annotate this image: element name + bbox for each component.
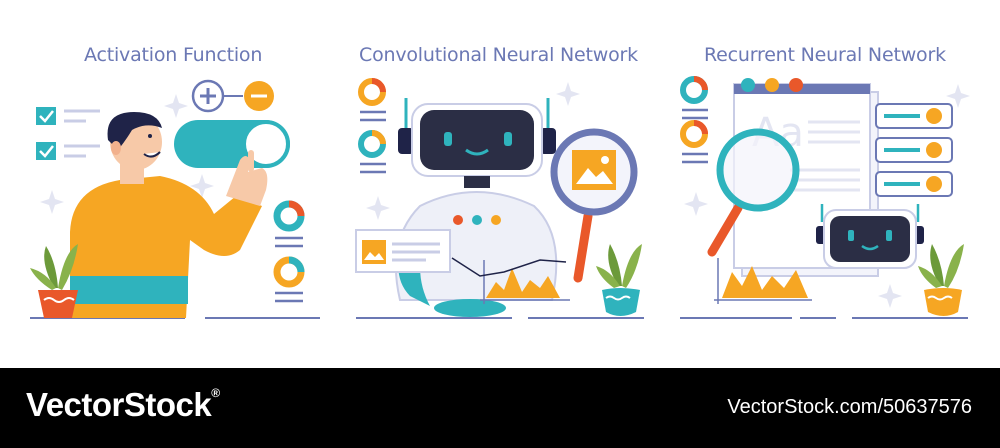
list-rows-icon [875,103,953,197]
person-figure [70,112,268,318]
potted-plant-icon [596,244,642,316]
sparkle-icon [946,84,970,108]
checklist-icon [36,107,100,160]
panel-title-rnn: Recurrent Neural Network [704,44,946,66]
donut-chart-icon [273,200,305,303]
donut-chart-icon [680,76,708,164]
panel-rnn: Aa [680,76,970,319]
registered-mark: ® [211,386,220,400]
panel-title-cnn: Convolutional Neural Network [359,44,638,66]
potted-plant-icon [30,244,78,318]
panel-title-activation-function: Activation Function [84,44,263,66]
panel-activation-function [30,79,320,319]
sparkle-icon [556,82,580,106]
sparkle-icon [190,174,214,198]
sparkle-icon [684,192,708,216]
vectorstock-logo: VectorStock® [26,386,220,424]
sparkle-icon [366,196,390,220]
magnifying-glass-icon [550,128,638,283]
sparkle-icon [878,284,902,308]
robot-head-icon [816,204,924,269]
image-card-icon [355,229,451,273]
watermark-footer [0,368,1000,448]
donut-chart-icon [358,78,386,174]
potted-plant-icon [918,244,964,316]
toggle-switch-icon [174,120,290,168]
panel-cnn [355,78,644,319]
line-chart-icon [451,257,570,304]
illustration-canvas: Activation Function Convolutional Neural… [30,44,970,319]
illustration-artwork: Aa [30,76,970,319]
line-chart-icon [714,258,812,304]
sparkle-icon [40,190,64,214]
plus-minus-icon [191,79,274,113]
brand-name: VectorStock [26,386,212,423]
magnifying-glass-icon [707,128,800,257]
image-url: VectorStock.com/50637576 [727,396,972,418]
sparkle-icon [164,94,188,118]
